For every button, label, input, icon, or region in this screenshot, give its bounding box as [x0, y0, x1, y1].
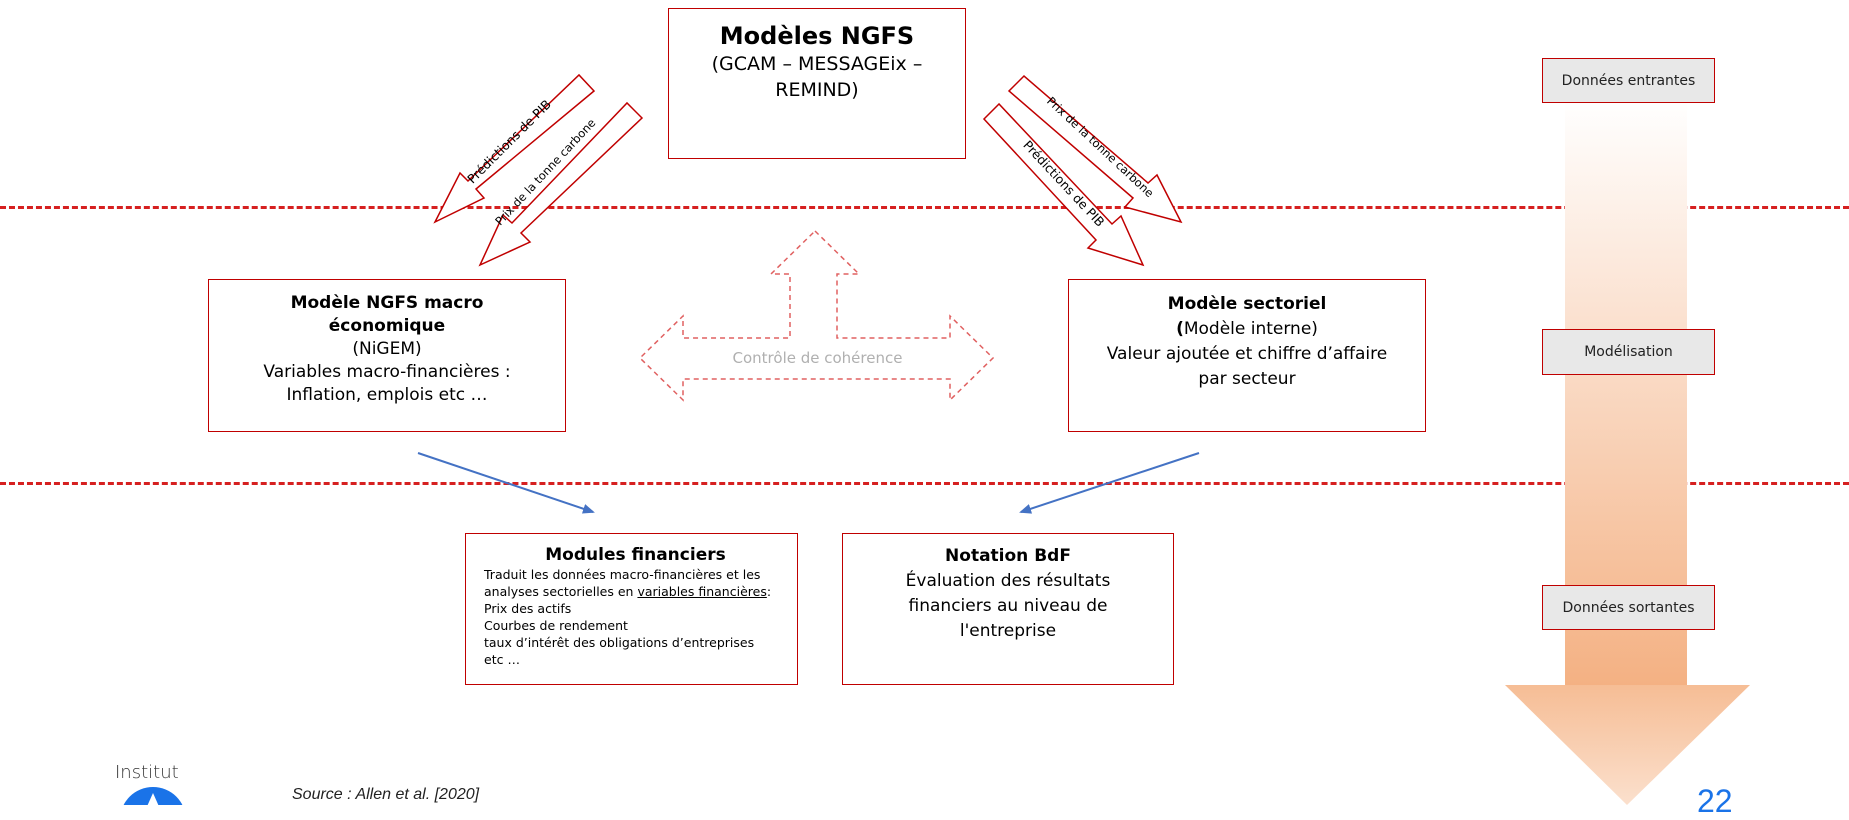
financial-line2: analyses sectorielles en variables finan…: [484, 584, 772, 599]
stage-input-data: Données entrantes: [1542, 58, 1715, 103]
bdf-rating-box: Notation BdF Évaluation des résultats fi…: [842, 533, 1174, 685]
financial-line1: Traduit les données macro-financières et…: [484, 567, 761, 582]
institute-logo-text: Institut: [115, 762, 179, 783]
financial-modules-title: Modules financiers: [545, 545, 726, 565]
bdf-rating-line3: l'entreprise: [959, 621, 1057, 641]
sector-model-box: Modèle sectoriel (Modèle interne) Valeur…: [1068, 279, 1426, 432]
bdf-rating-line1: Évaluation des résultats: [905, 571, 1111, 591]
financial-line3: Prix des actifs: [484, 601, 572, 616]
arrow-gdp-left: [433, 73, 596, 224]
arrow-carbon-right: [1007, 74, 1183, 224]
blue-arrow-right: [1019, 452, 1200, 514]
macro-model-title-1: Modèle NGFS macro: [290, 293, 484, 313]
ngfs-models-line1: (GCAM – MESSAGEix –: [711, 53, 923, 75]
source-citation: Source : Allen et al. [2020]: [292, 786, 480, 803]
sector-model-line2: Valeur ajoutée et chiffre d’affaire: [1106, 344, 1388, 364]
institute-logo-icon: [123, 787, 183, 805]
separator-line-bottom: [0, 482, 1849, 485]
blue-arrow-left: [417, 452, 595, 514]
page-number: 22: [1697, 783, 1733, 819]
ngfs-models-title: Modèles NGFS: [719, 22, 915, 50]
stage-output-data: Données sortantes: [1542, 585, 1715, 630]
arrow-gdp-right: [982, 102, 1145, 267]
sector-model-line3: par secteur: [1198, 369, 1296, 389]
coherence-arrow: [638, 229, 995, 402]
macro-model-line2: Variables macro-financières :: [263, 362, 511, 382]
arrow-carbon-left: [478, 101, 644, 267]
sector-model-title: Modèle sectoriel: [1167, 294, 1327, 314]
financial-line6: etc …: [484, 652, 520, 667]
coherence-label: Contrôle de cohérence: [732, 349, 903, 367]
financial-modules-box: Modules financiers Traduit les données m…: [465, 533, 798, 685]
ngfs-models-line2: REMIND): [775, 79, 859, 101]
stage-modeling: Modélisation: [1542, 329, 1715, 375]
bdf-rating-line2: financiers au niveau de: [908, 596, 1108, 616]
macro-model-box: Modèle NGFS macro économique (NiGEM) Var…: [208, 279, 566, 432]
macro-model-title-2: économique: [328, 316, 446, 336]
macro-model-line3: Inflation, emplois etc …: [286, 385, 488, 405]
macro-model-line1: (NiGEM): [352, 339, 422, 359]
ngfs-models-box: Modèles NGFS (GCAM – MESSAGEix – REMIND): [668, 8, 966, 159]
flow-down-arrow: [1505, 100, 1750, 805]
sector-model-line1: (Modèle interne): [1176, 319, 1318, 339]
bdf-rating-title: Notation BdF: [945, 546, 1071, 566]
separator-line-top: [0, 206, 1849, 209]
financial-line4: Courbes de rendement: [484, 618, 628, 633]
financial-line5: taux d’intérêt des obligations d’entrepr…: [484, 635, 755, 650]
